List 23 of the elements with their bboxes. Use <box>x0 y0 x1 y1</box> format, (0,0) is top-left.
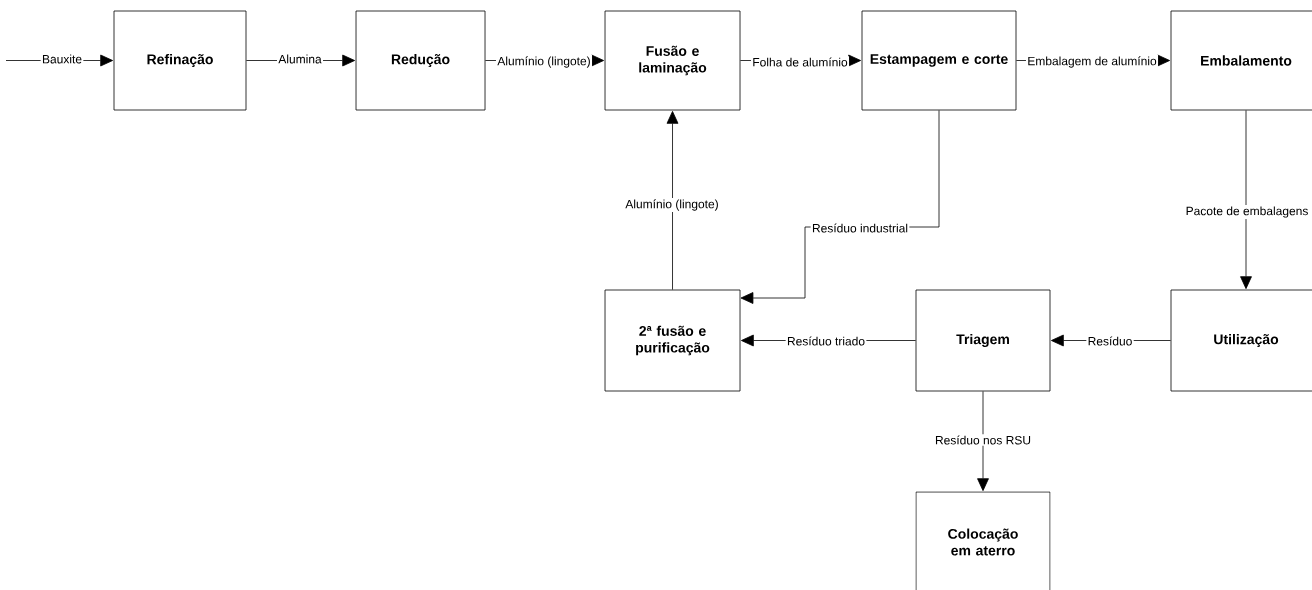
arrow <box>1240 110 1252 290</box>
process-box: Colocação em aterro <box>915 491 1051 590</box>
edge-label: Alumina <box>277 53 323 65</box>
edge-label: Bauxite <box>40 53 84 65</box>
edge-label: Pacote de embalagens <box>1184 205 1310 219</box>
edge-label: Resíduo nos RSU <box>933 434 1033 446</box>
process-box: Fusão e laminação <box>604 10 741 111</box>
edge-label: Alumínio (lingote) <box>496 55 593 69</box>
arrow <box>666 110 679 290</box>
process-box: Redução <box>355 10 486 111</box>
process-box: Refinação <box>113 10 247 111</box>
edge-label: Embalagem de alumínio <box>1026 55 1159 69</box>
edge-label: Resíduo industrial <box>810 222 910 234</box>
process-box: Estampagem e corte <box>861 10 1017 111</box>
arrow <box>977 391 989 492</box>
process-box: Utilização <box>1170 289 1312 392</box>
edge-label: Alumínio (lingote) <box>624 198 721 212</box>
process-box: Triagem <box>915 289 1051 392</box>
edge-label: Folha de alumínio <box>751 56 850 68</box>
edge-label: Resíduo <box>1086 335 1134 347</box>
process-box: Embalamento <box>1170 10 1312 111</box>
process-box: 2ª fusão e purificação <box>604 289 741 392</box>
edge-label: Resíduo triado <box>785 335 867 347</box>
